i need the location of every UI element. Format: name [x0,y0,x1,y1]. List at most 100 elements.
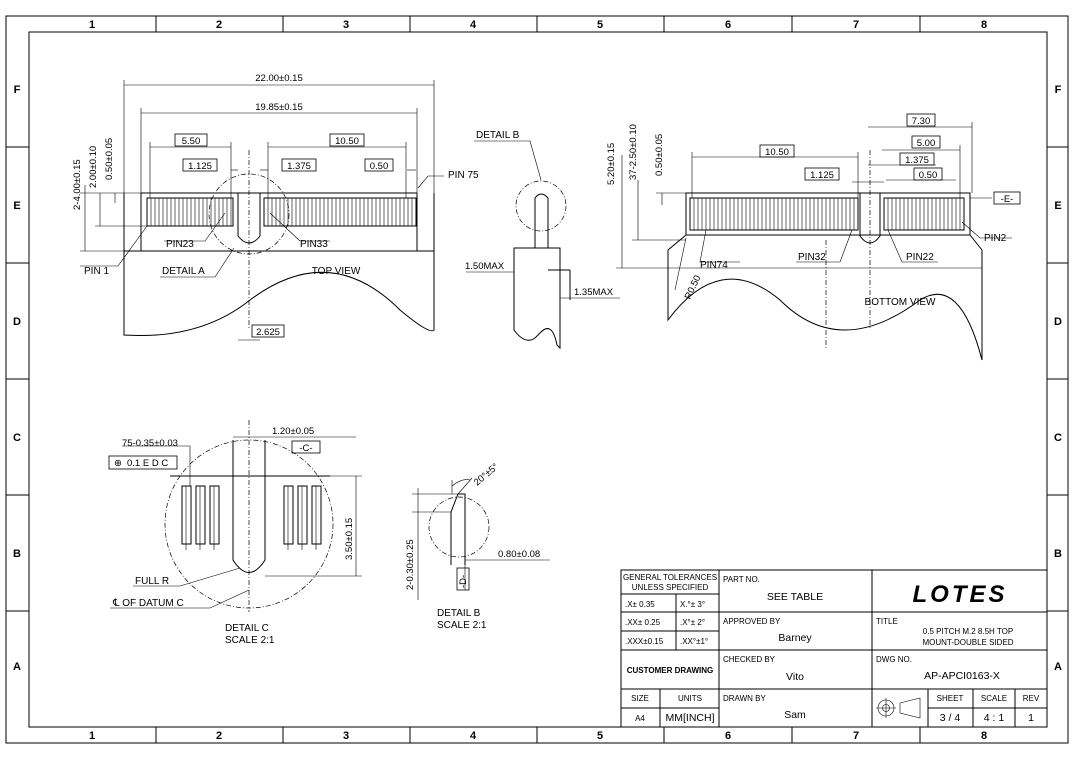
tb-title-line2: MOUNT-DOUBLE SIDED [922,638,1013,647]
label-pin2: PIN2 [984,233,1007,244]
dim-right-group: 10.50 [335,136,359,147]
col-label-bottom-4: 4 [470,730,477,742]
row-label-right-E: E [1054,200,1061,212]
row-label-right-C: C [1054,432,1062,444]
row-label-left-A: A [13,661,21,673]
dim-angle: 20°±5° [472,461,501,488]
tolerance-frame-symbol: ⊕ [114,458,122,469]
tb-title-label: TITLE [876,617,898,626]
tb-title-line1: 0.5 PITCH M.2 8.5H TOP [923,627,1013,636]
detail-b-side-title: DETAIL B [476,130,520,141]
dim-0-50-05: 0.50±0.05 [654,134,665,176]
detail-c-pins-left [181,485,220,545]
label-pin32: PIN32 [798,252,826,263]
row-label-left-F: F [14,84,21,96]
detail-c-pins-right [283,485,322,545]
tb-scale: 4 : 1 [984,712,1005,724]
label-pin75: PIN 75 [448,170,479,181]
tb-size-label: SIZE [631,694,649,703]
bottom-view: 7.30 5.00 1.375 0.50 10.50 1.125 5.20±0.… [606,113,1021,361]
tb-tol-x: .X± 0.35 [625,600,655,609]
tb-drawn-label: DRAWN BY [723,694,766,703]
dim-3-50: 3.50±0.15 [344,518,355,560]
detail-b-circle [515,180,567,232]
tb-tol-ang1: X.°± 3° [680,600,705,609]
col-label-bottom-1: 1 [89,730,95,742]
detail-b-title: DETAIL B [437,608,481,619]
detail-b-zoom-circle [428,496,490,558]
detail-c-title: DETAIL C [225,623,269,634]
tb-sheet: 3 / 4 [940,712,961,724]
dim-left-group: 5.50 [182,136,201,147]
outer-border [5,15,1069,744]
detail-c-scale: SCALE 2:1 [225,635,275,646]
tb-part-no-label: PART NO. [723,575,760,584]
tb-approved: Barney [778,632,812,644]
dim-key-right: 1.375 [287,161,311,172]
tb-part-no: SEE TABLE [767,591,823,603]
row-label-left-B: B [13,548,21,560]
tb-units-label: UNITS [678,694,702,703]
top-pin-lines [150,198,413,226]
projection-symbol-icon [876,697,921,719]
col-label-top-4: 4 [470,19,477,31]
datum-c: -C- [299,443,312,454]
detail-b-scale: SCALE 2:1 [437,620,487,631]
col-label-top-1: 1 [89,19,95,31]
dim-1-20: 1.20±0.05 [272,426,314,437]
title-block: GENERAL TOLERANCES UNLESS SPECIFIED .X± … [620,569,1048,728]
tb-tol-xx: .XX± 0.25 [625,618,661,627]
dim-r0-50: R0.50 [683,274,704,302]
dim-1-50-max: 1.50MAX [465,261,505,272]
col-label-bottom-8: 8 [981,730,987,742]
dim-5-00: 5.00 [917,138,936,149]
datum-e: -E- [1001,194,1014,205]
col-label-top-7: 7 [853,19,859,31]
lotes-logo: LOTES [912,581,1007,608]
dim-1-35-max: 1.35MAX [574,287,614,298]
label-datum-c-center: ℄ OF DATUM C [112,598,184,609]
top-view-body [123,193,435,337]
dim-height-mid: 2.00±0.10 [88,146,99,188]
datum-d: -D- [458,575,469,588]
tb-tol-xxx: .XXX±0.15 [625,637,664,646]
dim-1-375: 1.375 [905,155,929,166]
detail-b-side: DETAIL B 1.50MAX 1.35MAX [465,130,620,350]
row-label-right-B: B [1054,548,1062,560]
dim-7-30: 7.30 [912,116,931,127]
col-label-bottom-6: 6 [725,730,731,742]
tb-general-tol: GENERAL TOLERANCES [623,573,717,582]
dim-height-small: 0.50±0.05 [104,138,115,180]
col-label-top-8: 8 [981,19,987,31]
label-detail-a: DETAIL A [162,266,205,277]
detail-c: 75-0.35±0.03 ⊕ 0.1 E D C 1.20±0.05 -C- 3… [108,420,362,646]
row-label-left-E: E [13,200,20,212]
dim-pins-75: 75-0.35±0.03 [122,438,178,449]
col-label-top-2: 2 [216,19,222,31]
col-label-top-6: 6 [725,19,731,31]
label-pin1: PIN 1 [84,266,109,277]
tb-checked: Vito [786,671,804,683]
detail-b: 20°±5° 2-0.30±0.25 0.80±0.08 -D- DETAIL … [405,461,550,631]
col-label-bottom-5: 5 [597,730,603,742]
dim-0-80: 0.80±0.08 [498,549,540,560]
tb-customer-drawing: CUSTOMER DRAWING [627,666,714,675]
row-label-right-A: A [1054,661,1062,673]
row-label-left-D: D [13,316,21,328]
col-label-top-3: 3 [343,19,349,31]
tb-checked-label: CHECKED BY [723,655,776,664]
tb-tol-ang2: .X°± 2° [680,618,705,627]
tb-dwg-label: DWG NO. [876,655,912,664]
dim-1-125: 1.125 [810,170,834,181]
dim-0-50: 0.50 [919,170,938,181]
col-label-bottom-2: 2 [216,730,222,742]
bottom-view-body [667,192,983,361]
tb-units: MM[INCH] [666,712,715,724]
dim-37-2-50: 37-2.50±0.10 [628,124,639,180]
dim-10-50: 10.50 [765,147,789,158]
top-view: 22.00±0.15 19.85±0.15 5.50 10.50 1.125 1… [72,73,479,341]
top-view-title: TOP VIEW [312,266,361,277]
label-pin22: PIN22 [906,252,934,263]
label-pin23: PIN23 [166,239,194,250]
col-label-bottom-3: 3 [343,730,349,742]
